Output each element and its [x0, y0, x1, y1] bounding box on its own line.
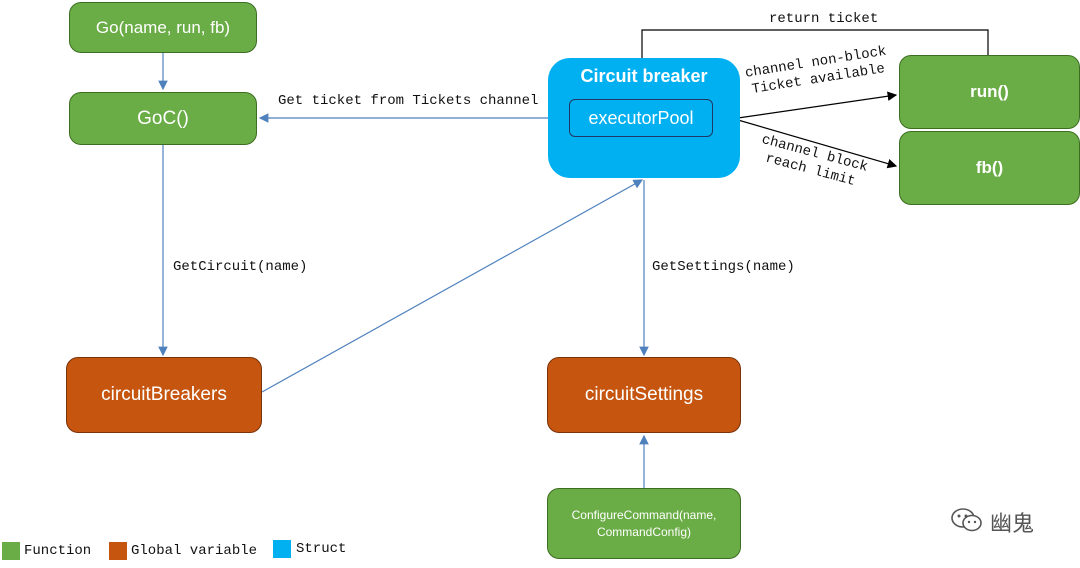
legend-function-label: Function: [24, 543, 92, 559]
executor-pool-node: executorPool: [569, 99, 713, 137]
configure-command-node: ConfigureCommand(name, CommandConfig): [547, 488, 741, 559]
legend-global-label: Global variable: [131, 543, 258, 559]
edge-pool-fb: [737, 119, 898, 169]
go-node: Go(name, run, fb): [69, 2, 257, 53]
run-node: run(): [899, 55, 1080, 129]
circuit-breakers-node: circuitBreakers: [66, 357, 262, 433]
legend-function-swatch: [2, 542, 20, 560]
legend-global-swatch: [109, 542, 127, 560]
circuit-breakers-label: circuitBreakers: [101, 384, 227, 405]
fb-node: fb(): [899, 131, 1080, 205]
goc-label: GoC(): [137, 107, 189, 129]
circuit-settings-label: circuitSettings: [584, 384, 704, 405]
run-label: run(): [970, 82, 1009, 101]
edge-label-get-circuit: GetCircuit(name): [173, 259, 308, 275]
legend-struct-swatch: [273, 540, 291, 558]
edge-breakers-cb: [261, 179, 644, 393]
goc-node: GoC(): [69, 92, 257, 145]
circuit-settings-node: circuitSettings: [547, 357, 741, 433]
edge-label-return-ticket: return ticket: [769, 11, 879, 27]
edge-label-get-settings: GetSettings(name): [652, 259, 795, 275]
executor-pool-label: executorPool: [588, 107, 694, 128]
fb-label: fb(): [975, 158, 1004, 177]
legend-struct-label: Struct: [296, 541, 347, 557]
wechat-icon: [951, 508, 982, 532]
watermark-text: 幽鬼: [990, 512, 1035, 537]
circuit-breaker-node: Circuit breaker executorPool: [548, 58, 740, 178]
configure-command-label: ConfigureCommand(name, CommandConfig): [571, 507, 717, 539]
edge-label-get-ticket: Get ticket from Tickets channel: [278, 93, 539, 109]
go-label: Go(name, run, fb): [95, 17, 231, 37]
edge-pool-run: [737, 91, 898, 119]
circuit-breaker-title: Circuit breaker: [580, 66, 708, 86]
